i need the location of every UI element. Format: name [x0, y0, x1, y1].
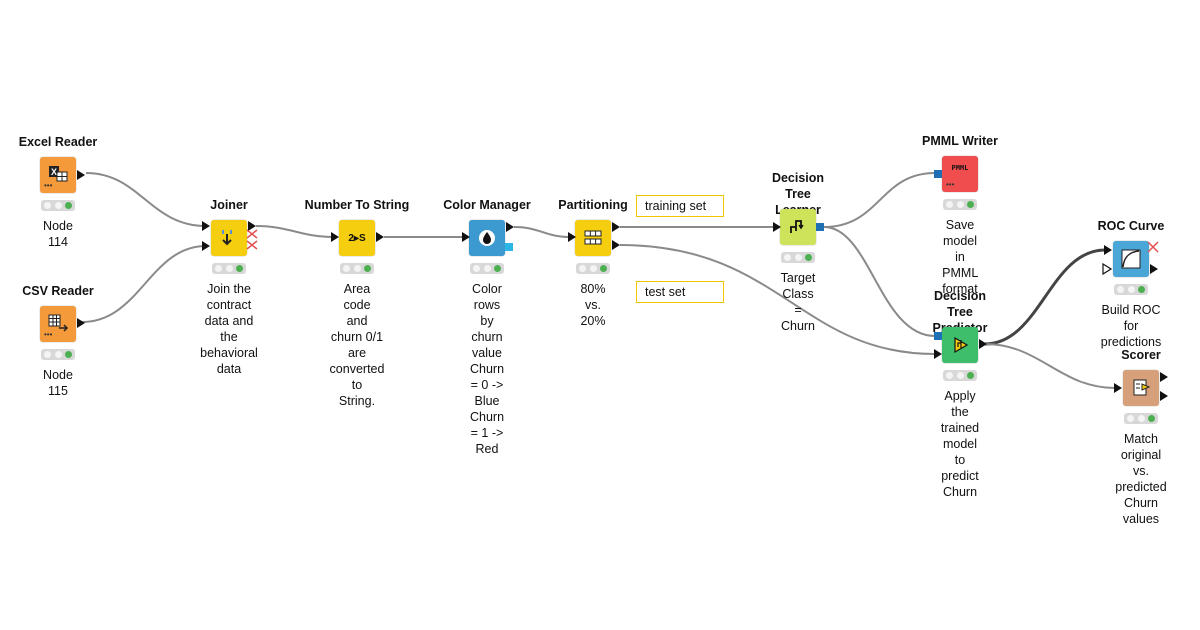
- connection-predictor-scorer[interactable]: [984, 343, 1116, 389]
- node-description: Match original vs. predicted Churn value…: [1115, 432, 1167, 526]
- node-title: Color Manager: [443, 198, 531, 212]
- input-port[interactable]: [773, 222, 781, 232]
- node-title: PMML Writer: [922, 134, 998, 148]
- data-input-port[interactable]: [934, 349, 942, 359]
- pmml-writer-box[interactable]: PMML •••: [942, 156, 978, 192]
- node-title: CSV Reader: [22, 284, 94, 298]
- node-title: Partitioning: [558, 198, 628, 212]
- status-light: [576, 263, 610, 274]
- connection-colormanager-partitioning[interactable]: [513, 226, 571, 238]
- output-port[interactable]: [77, 318, 85, 328]
- status-light: [1114, 284, 1148, 295]
- input-port[interactable]: [1114, 383, 1122, 393]
- svg-text:X: X: [51, 167, 57, 177]
- tree-icon: [790, 220, 804, 233]
- pmml-icon: PMML: [951, 165, 969, 173]
- csv-table-icon: [48, 314, 69, 332]
- excel-reader-box[interactable]: X •••: [40, 157, 76, 193]
- node-title: ROC Curve: [1097, 219, 1165, 233]
- annotation-training-set[interactable]: training set: [636, 195, 724, 217]
- output-port-2[interactable]: [1160, 391, 1168, 401]
- inactive-port-x-icon: [1147, 241, 1159, 253]
- connection-csv-joiner[interactable]: [81, 245, 207, 323]
- color-manager-box[interactable]: [469, 220, 505, 256]
- node-description: Color rows by churn value Churn = 0 -> B…: [469, 282, 505, 456]
- partitioning-box[interactable]: [575, 220, 611, 256]
- input-port[interactable]: [331, 232, 339, 242]
- number-to-string-icon: 2▸S: [348, 232, 366, 244]
- connection-partitioning-predictor[interactable]: [619, 244, 936, 355]
- output-port[interactable]: [77, 170, 85, 180]
- connection-learner-predictor[interactable]: [823, 226, 936, 337]
- status-light: [41, 200, 75, 211]
- status-light: [1124, 413, 1158, 424]
- color-model-port[interactable]: [505, 243, 513, 251]
- status-light: [943, 370, 977, 381]
- status-light: [212, 263, 246, 274]
- output-port-test[interactable]: [612, 240, 620, 250]
- node-description: Save model in PMML format: [942, 218, 979, 296]
- node-description: Apply the trained model to predict Churn: [940, 389, 980, 499]
- node-description: Node 115: [43, 368, 73, 398]
- tree-predictor-box[interactable]: [942, 327, 978, 363]
- model-input-port[interactable]: [934, 332, 942, 340]
- inactive-port-x-icon: [246, 229, 258, 250]
- number-to-string-box[interactable]: 2▸S: [339, 220, 375, 256]
- output-port-1[interactable]: [1160, 372, 1168, 382]
- optional-input-port[interactable]: [1102, 263, 1112, 275]
- connection-predictor-roc[interactable]: [984, 248, 1106, 346]
- connection-learner-pmmlwriter[interactable]: [823, 172, 936, 228]
- connection-excel-joiner[interactable]: [85, 172, 207, 227]
- excel-table-icon: X: [49, 166, 68, 182]
- status-light: [943, 199, 977, 210]
- node-description: Build ROC for predictions: [1100, 303, 1162, 349]
- node-title: Excel Reader: [18, 135, 98, 149]
- node-description: Target Class = Churn: [780, 271, 816, 333]
- node-title: Number To String: [304, 198, 410, 212]
- scorer-icon: [1133, 379, 1151, 396]
- predictor-icon: [954, 336, 969, 354]
- joiner-box[interactable]: [211, 220, 247, 256]
- node-title: Scorer: [1121, 348, 1161, 362]
- node-title: Joiner: [210, 198, 248, 212]
- output-port-train[interactable]: [612, 222, 620, 232]
- annotation-test-set[interactable]: test set: [636, 281, 724, 303]
- csv-reader-box[interactable]: •••: [40, 306, 76, 342]
- status-light: [41, 349, 75, 360]
- config-dots-icon: •••: [44, 181, 53, 190]
- output-port-1[interactable]: [248, 221, 256, 231]
- roc-curve-icon: [1121, 249, 1141, 269]
- output-port[interactable]: [506, 222, 514, 232]
- input-port-left[interactable]: [202, 221, 210, 231]
- node-description: Join the contract data and the behaviora…: [200, 282, 258, 376]
- scorer-box[interactable]: [1123, 370, 1159, 406]
- input-port[interactable]: [462, 232, 470, 242]
- model-output-port[interactable]: [816, 223, 824, 231]
- tree-learner-box[interactable]: [780, 209, 816, 245]
- node-description: 80% vs. 20%: [580, 282, 606, 328]
- output-port[interactable]: [1150, 264, 1158, 274]
- join-icon: [222, 230, 232, 246]
- status-light: [470, 263, 504, 274]
- input-port-right[interactable]: [202, 241, 210, 251]
- output-port[interactable]: [376, 232, 384, 242]
- config-dots-icon: •••: [44, 330, 53, 339]
- status-light: [781, 252, 815, 263]
- connection-joiner-numbertostring[interactable]: [255, 225, 335, 238]
- node-description: Area code and churn 0/1 are converted to…: [329, 282, 385, 408]
- status-light: [340, 263, 374, 274]
- model-input-port[interactable]: [934, 170, 942, 178]
- node-description: Node 114: [43, 219, 73, 249]
- partition-icon: [584, 230, 602, 245]
- output-port[interactable]: [979, 339, 987, 349]
- color-drop-icon: [479, 230, 495, 246]
- roc-curve-box[interactable]: [1113, 241, 1149, 277]
- data-input-port[interactable]: [1104, 245, 1112, 255]
- input-port[interactable]: [568, 232, 576, 242]
- config-dots-icon: •••: [946, 180, 955, 189]
